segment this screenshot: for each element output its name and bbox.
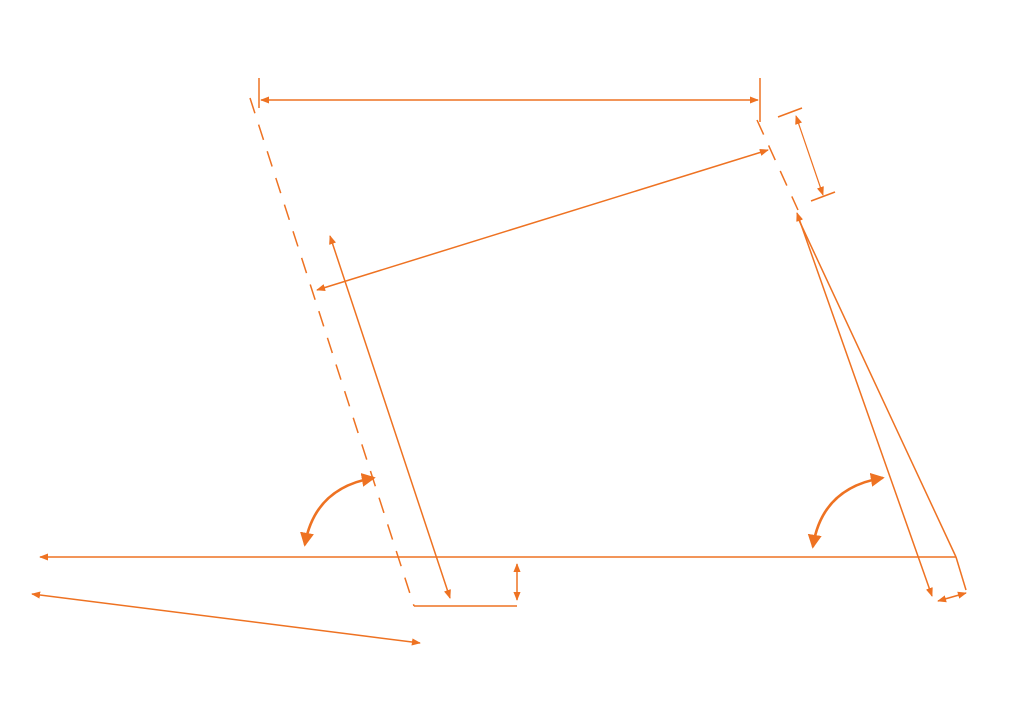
bottom-depth-dimension (414, 563, 521, 607)
left-dashed-centerline (249, 97, 415, 607)
right-member (796, 212, 967, 603)
left-length-dimension-arrow (329, 235, 451, 599)
right-length-dimension-arrow (796, 212, 933, 597)
right-bottom-small-dimension-arrow (937, 591, 967, 603)
left-angle-arc (300, 473, 376, 547)
top-width-dimension (258, 78, 761, 122)
offset-extension-upper (777, 107, 803, 118)
right-dashed-centerline (756, 119, 799, 211)
right-angle-arc (807, 472, 885, 549)
diagonal-dimension-arrow (316, 148, 769, 292)
right-member-end (955, 556, 967, 591)
offset-extension-lower (810, 191, 836, 202)
lower-slanted-dimension-arrow (31, 591, 421, 646)
right-member-edge (797, 217, 957, 558)
offset-dimension-arrow (795, 115, 824, 196)
top-right-offset-dimension (777, 107, 836, 202)
